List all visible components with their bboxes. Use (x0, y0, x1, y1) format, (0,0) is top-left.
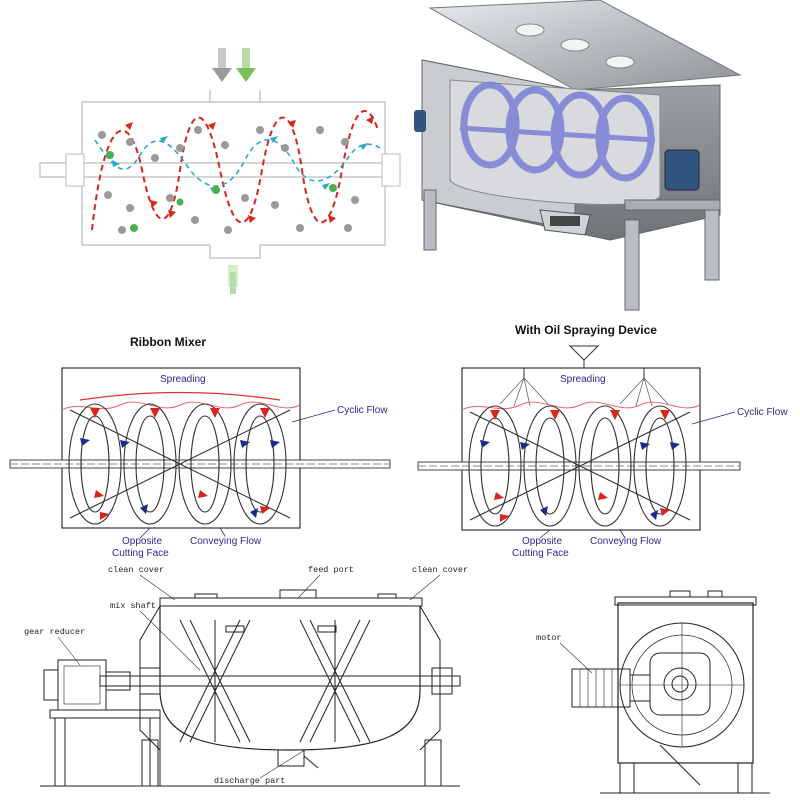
discharge-lever (659, 744, 701, 786)
bearing-left (139, 667, 161, 695)
leg-3 (704, 199, 720, 281)
vessel (461, 367, 701, 531)
flow-diagram (39, 48, 401, 294)
end-leg-left (619, 762, 635, 794)
feed-port-label: feed port (308, 565, 354, 575)
oil-spraying-title: With Oil Spraying Device (515, 323, 657, 337)
opposite-label: Opposite (122, 536, 162, 547)
cyclic-flow-label: Cyclic Flow (737, 407, 788, 418)
shaft-bearing-left (65, 153, 85, 187)
motor-label: motor (536, 633, 562, 643)
conveying-flow-label: Conveying Flow (590, 536, 662, 547)
support-leg-right (424, 739, 442, 787)
end-frame (617, 602, 754, 764)
end-plate-right (419, 605, 441, 751)
lid-port-1 (515, 23, 545, 37)
opposite-label: Opposite (522, 536, 562, 547)
conveying-flow-label: Conveying Flow (190, 536, 262, 547)
inlet-arrow-green (236, 48, 256, 82)
spreading-arc (79, 391, 281, 401)
gear-housing (649, 652, 711, 716)
vessel (61, 367, 301, 529)
technical-side-panel: clean cover feed port clean cover mix sh… (0, 560, 500, 800)
outer-ribbon-flow (91, 110, 379, 231)
outer-flow-arrows (125, 116, 374, 223)
frame-crossbar (624, 199, 721, 211)
ribbon-mixer-diagram: Ribbon Mixer Spreading (9, 335, 391, 559)
gear-reducer-label: gear reducer (24, 627, 85, 637)
lid-port-3 (605, 55, 635, 69)
oil-spraying-diagram: With Oil Spraying Device (417, 323, 788, 559)
leg-1 (423, 189, 437, 251)
feed-port-outline (209, 90, 261, 103)
technical-end-panel: motor (520, 585, 800, 800)
spreading-label: Spreading (560, 374, 606, 385)
oil-spraying-panel: With Oil Spraying Device (400, 318, 800, 560)
bearing-right (431, 667, 453, 695)
ribbon-mixer-panel: Ribbon Mixer Spreading (0, 330, 400, 560)
cutting-face-label: Cutting Face (512, 548, 569, 559)
mix-shaft-label: mix shaft (110, 601, 156, 611)
top-cover (159, 597, 423, 607)
technical-end-drawing: motor (536, 590, 770, 794)
inner-flow-arrows (112, 136, 368, 193)
particles-green (106, 151, 337, 232)
ribbon-helix (179, 619, 371, 743)
spray-jets (499, 377, 669, 407)
outlet-arrow (228, 265, 238, 294)
oil-nozzle (568, 345, 600, 361)
mixer-render (414, 0, 742, 311)
ribbon-mixer-title: Ribbon Mixer (130, 335, 206, 349)
motor-fins (579, 669, 613, 707)
shaft-end (663, 667, 697, 701)
discharge-part (277, 749, 305, 767)
inner-ribbon-flow (94, 139, 381, 187)
feed-port (279, 589, 317, 599)
inlet-arrow-gray (212, 48, 232, 82)
clean-cover-left-label: clean cover (108, 565, 164, 575)
material-surface (61, 401, 301, 411)
clean-cover-right-label: clean cover (412, 565, 468, 575)
trough-outline (159, 606, 421, 751)
gear-reducer (57, 659, 107, 711)
end-leg-right (737, 762, 753, 794)
cutting-face-label: Cutting Face (112, 548, 169, 559)
mix-shaft (99, 675, 461, 687)
support-leg-left (54, 717, 66, 787)
lid-port-2 (560, 38, 590, 52)
discharge-port-outline (209, 245, 261, 259)
flow-diagram-panel (30, 30, 410, 310)
spreading-label: Spreading (160, 374, 206, 385)
bearing-housing-left (414, 110, 426, 132)
cyclic-flow-label: Cyclic Flow (337, 405, 388, 416)
technical-side-drawing: clean cover feed port clean cover mix sh… (24, 565, 468, 787)
leg-2 (624, 219, 640, 311)
ribbon-agitator (459, 81, 656, 182)
discharge-part-label: discharge part (214, 776, 285, 786)
blue-flow-arrows (80, 438, 280, 518)
ribbon-blades (68, 403, 291, 525)
bearing-housing-right (664, 149, 700, 191)
shaft-bearing-right (381, 153, 401, 187)
red-flow-arrows (490, 410, 670, 522)
mixer-render-panel (410, 0, 800, 320)
discharge-opening (550, 216, 580, 226)
end-cover (614, 596, 757, 606)
motor-base (49, 709, 161, 719)
particles-gray (98, 126, 359, 234)
blue-flow-arrows (480, 440, 680, 520)
red-flow-arrows (90, 408, 270, 520)
coupling (105, 671, 131, 691)
